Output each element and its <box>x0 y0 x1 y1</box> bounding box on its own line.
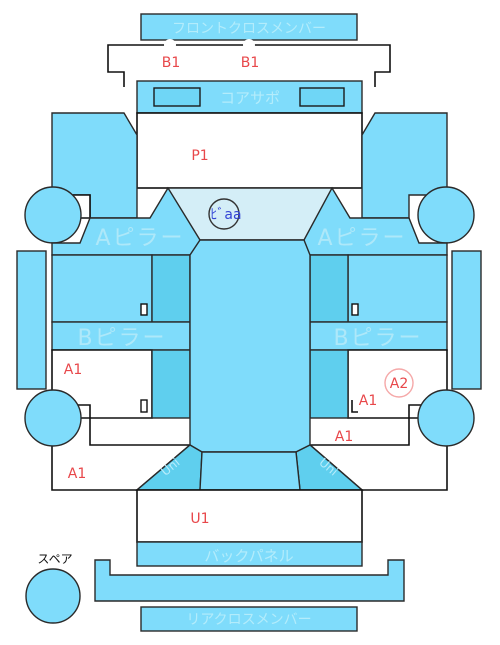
left-front-door-handle-icon <box>140 303 148 316</box>
right-b-pillar-label: Bピラー <box>333 326 422 351</box>
right-front-door-handle-icon <box>351 303 359 316</box>
left-a-pillar-label: Aピラー <box>95 226 184 251</box>
back-panel-label: バックパネル <box>204 547 293 565</box>
right-front-fender[interactable] <box>361 112 448 219</box>
front-cross-member-label: フロントクロスメンバー <box>172 21 326 37</box>
roof-panel[interactable] <box>189 239 311 453</box>
damage-mark-a2-circle[interactable] <box>384 368 414 398</box>
right-rear-door-glass[interactable] <box>309 349 349 419</box>
spare-tire[interactable] <box>25 568 81 624</box>
damage-mark-p1[interactable]: P1 <box>191 148 208 164</box>
roof-marker-label[interactable]: ﾋﾞaa <box>210 207 241 223</box>
left-front-door-glass[interactable] <box>151 254 191 323</box>
left-b-pillar[interactable] <box>51 321 191 351</box>
b1-right-gap <box>243 39 255 51</box>
right-a-pillar-label: Aピラー <box>317 226 406 251</box>
hood-panel[interactable] <box>136 112 363 189</box>
right-side-skirt[interactable] <box>451 250 482 390</box>
back-panel[interactable] <box>136 541 363 567</box>
damage-mark-a2[interactable]: A2 <box>390 376 408 392</box>
damage-mark-a1-left-lower[interactable]: A1 <box>68 466 86 482</box>
left-side-skirt[interactable] <box>16 250 47 390</box>
b1-left-gap <box>164 39 176 51</box>
trunk-panel[interactable] <box>136 489 363 543</box>
front-cross-member[interactable]: フロントクロスメンバー <box>140 13 358 41</box>
damage-mark-a1-right-upper[interactable]: A1 <box>359 393 377 409</box>
damage-mark-b1-left[interactable]: B1 <box>162 55 181 71</box>
right-front-wheel[interactable] <box>417 186 475 244</box>
core-support-label: コアサポ <box>220 89 280 107</box>
roof-marker-circle[interactable] <box>208 198 240 230</box>
right-rear-door-handle-icon <box>351 400 358 413</box>
left-front-door[interactable] <box>51 254 153 323</box>
rear-cross-member[interactable] <box>140 606 358 632</box>
right-rear-wheel[interactable] <box>417 389 475 447</box>
right-front-door[interactable] <box>347 254 448 323</box>
rear-bumper[interactable] <box>94 559 405 602</box>
damage-mark-b1-right[interactable]: B1 <box>241 55 260 71</box>
right-b-pillar[interactable] <box>309 321 448 351</box>
left-front-wheel[interactable] <box>24 186 82 244</box>
damage-mark-u1[interactable]: U1 <box>190 511 209 527</box>
left-rear-door-glass[interactable] <box>151 349 191 419</box>
damage-mark-a1-right-lower[interactable]: A1 <box>335 429 353 445</box>
left-b-pillar-label: Bピラー <box>77 326 166 351</box>
left-rear-door-handle-icon <box>140 399 148 413</box>
spare-tire-label: スペア <box>37 552 72 566</box>
rear-cross-member-label: リアクロスメンバー <box>186 612 311 628</box>
core-support[interactable]: コアサポ <box>136 80 363 114</box>
right-front-door-glass[interactable] <box>309 254 349 323</box>
left-rear-wheel[interactable] <box>24 389 82 447</box>
damage-mark-a1-left-upper[interactable]: A1 <box>64 362 82 378</box>
trunk-lid-top[interactable] <box>199 451 301 491</box>
